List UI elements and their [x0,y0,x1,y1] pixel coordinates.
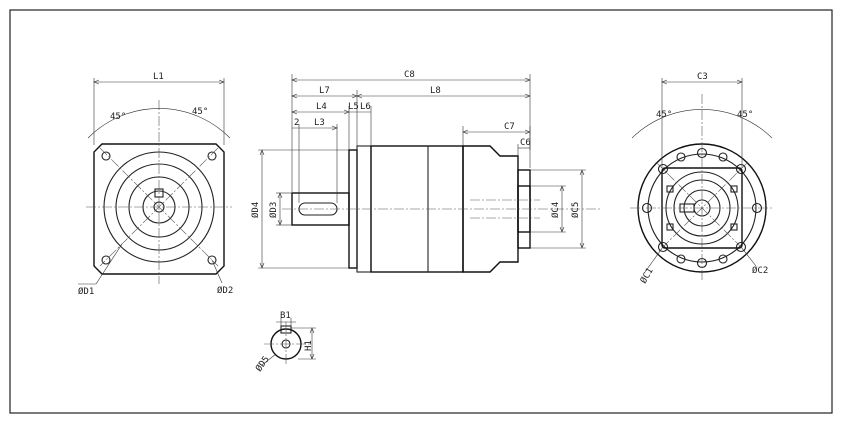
dim-L4: L4 [316,102,327,112]
dim-C7: C7 [504,122,515,132]
side-view: C8 L7 L8 L4 L5 L6 2 L3 C7 [250,70,600,273]
dim-B1: B1 [280,311,291,321]
angle-right-front: 45° [192,107,208,117]
dim-C5: ØC5 [570,202,581,218]
dim-H1: H1 [304,340,314,351]
dim-D1: ØD1 [78,286,94,297]
front-view: L1 45° 45° ØD1 ØD2 [78,72,233,297]
dim-L7: L7 [319,86,330,96]
dim-C6: C6 [520,138,531,148]
dim-C2: ØC2 [752,265,768,276]
dim-C3: C3 [697,72,708,82]
dim-L3: L3 [314,118,325,128]
dim-2: 2 [294,118,299,128]
dim-L5: L5 [348,102,359,112]
angle-left-front: 45° [110,112,126,122]
dim-C1: ØC1 [638,266,656,286]
rear-view: C3 45° 45° ØC1 ØC2 [630,72,774,286]
dim-L1: L1 [153,72,164,82]
dim-L8: L8 [430,86,441,96]
dim-D5: ØD5 [253,354,271,374]
dim-D4: ØD4 [250,202,261,218]
shaft-detail: B1 H1 ØD5 [253,311,316,374]
dim-D2: ØD2 [217,285,233,296]
dim-L6: L6 [360,102,371,112]
dim-C8: C8 [404,70,415,80]
drawing-frame [9,9,833,414]
dim-C4: ØC4 [550,202,561,218]
angle-right-rear: 45° [737,110,753,120]
angle-left-rear: 45° [656,110,672,120]
dim-D3: ØD3 [268,202,279,218]
